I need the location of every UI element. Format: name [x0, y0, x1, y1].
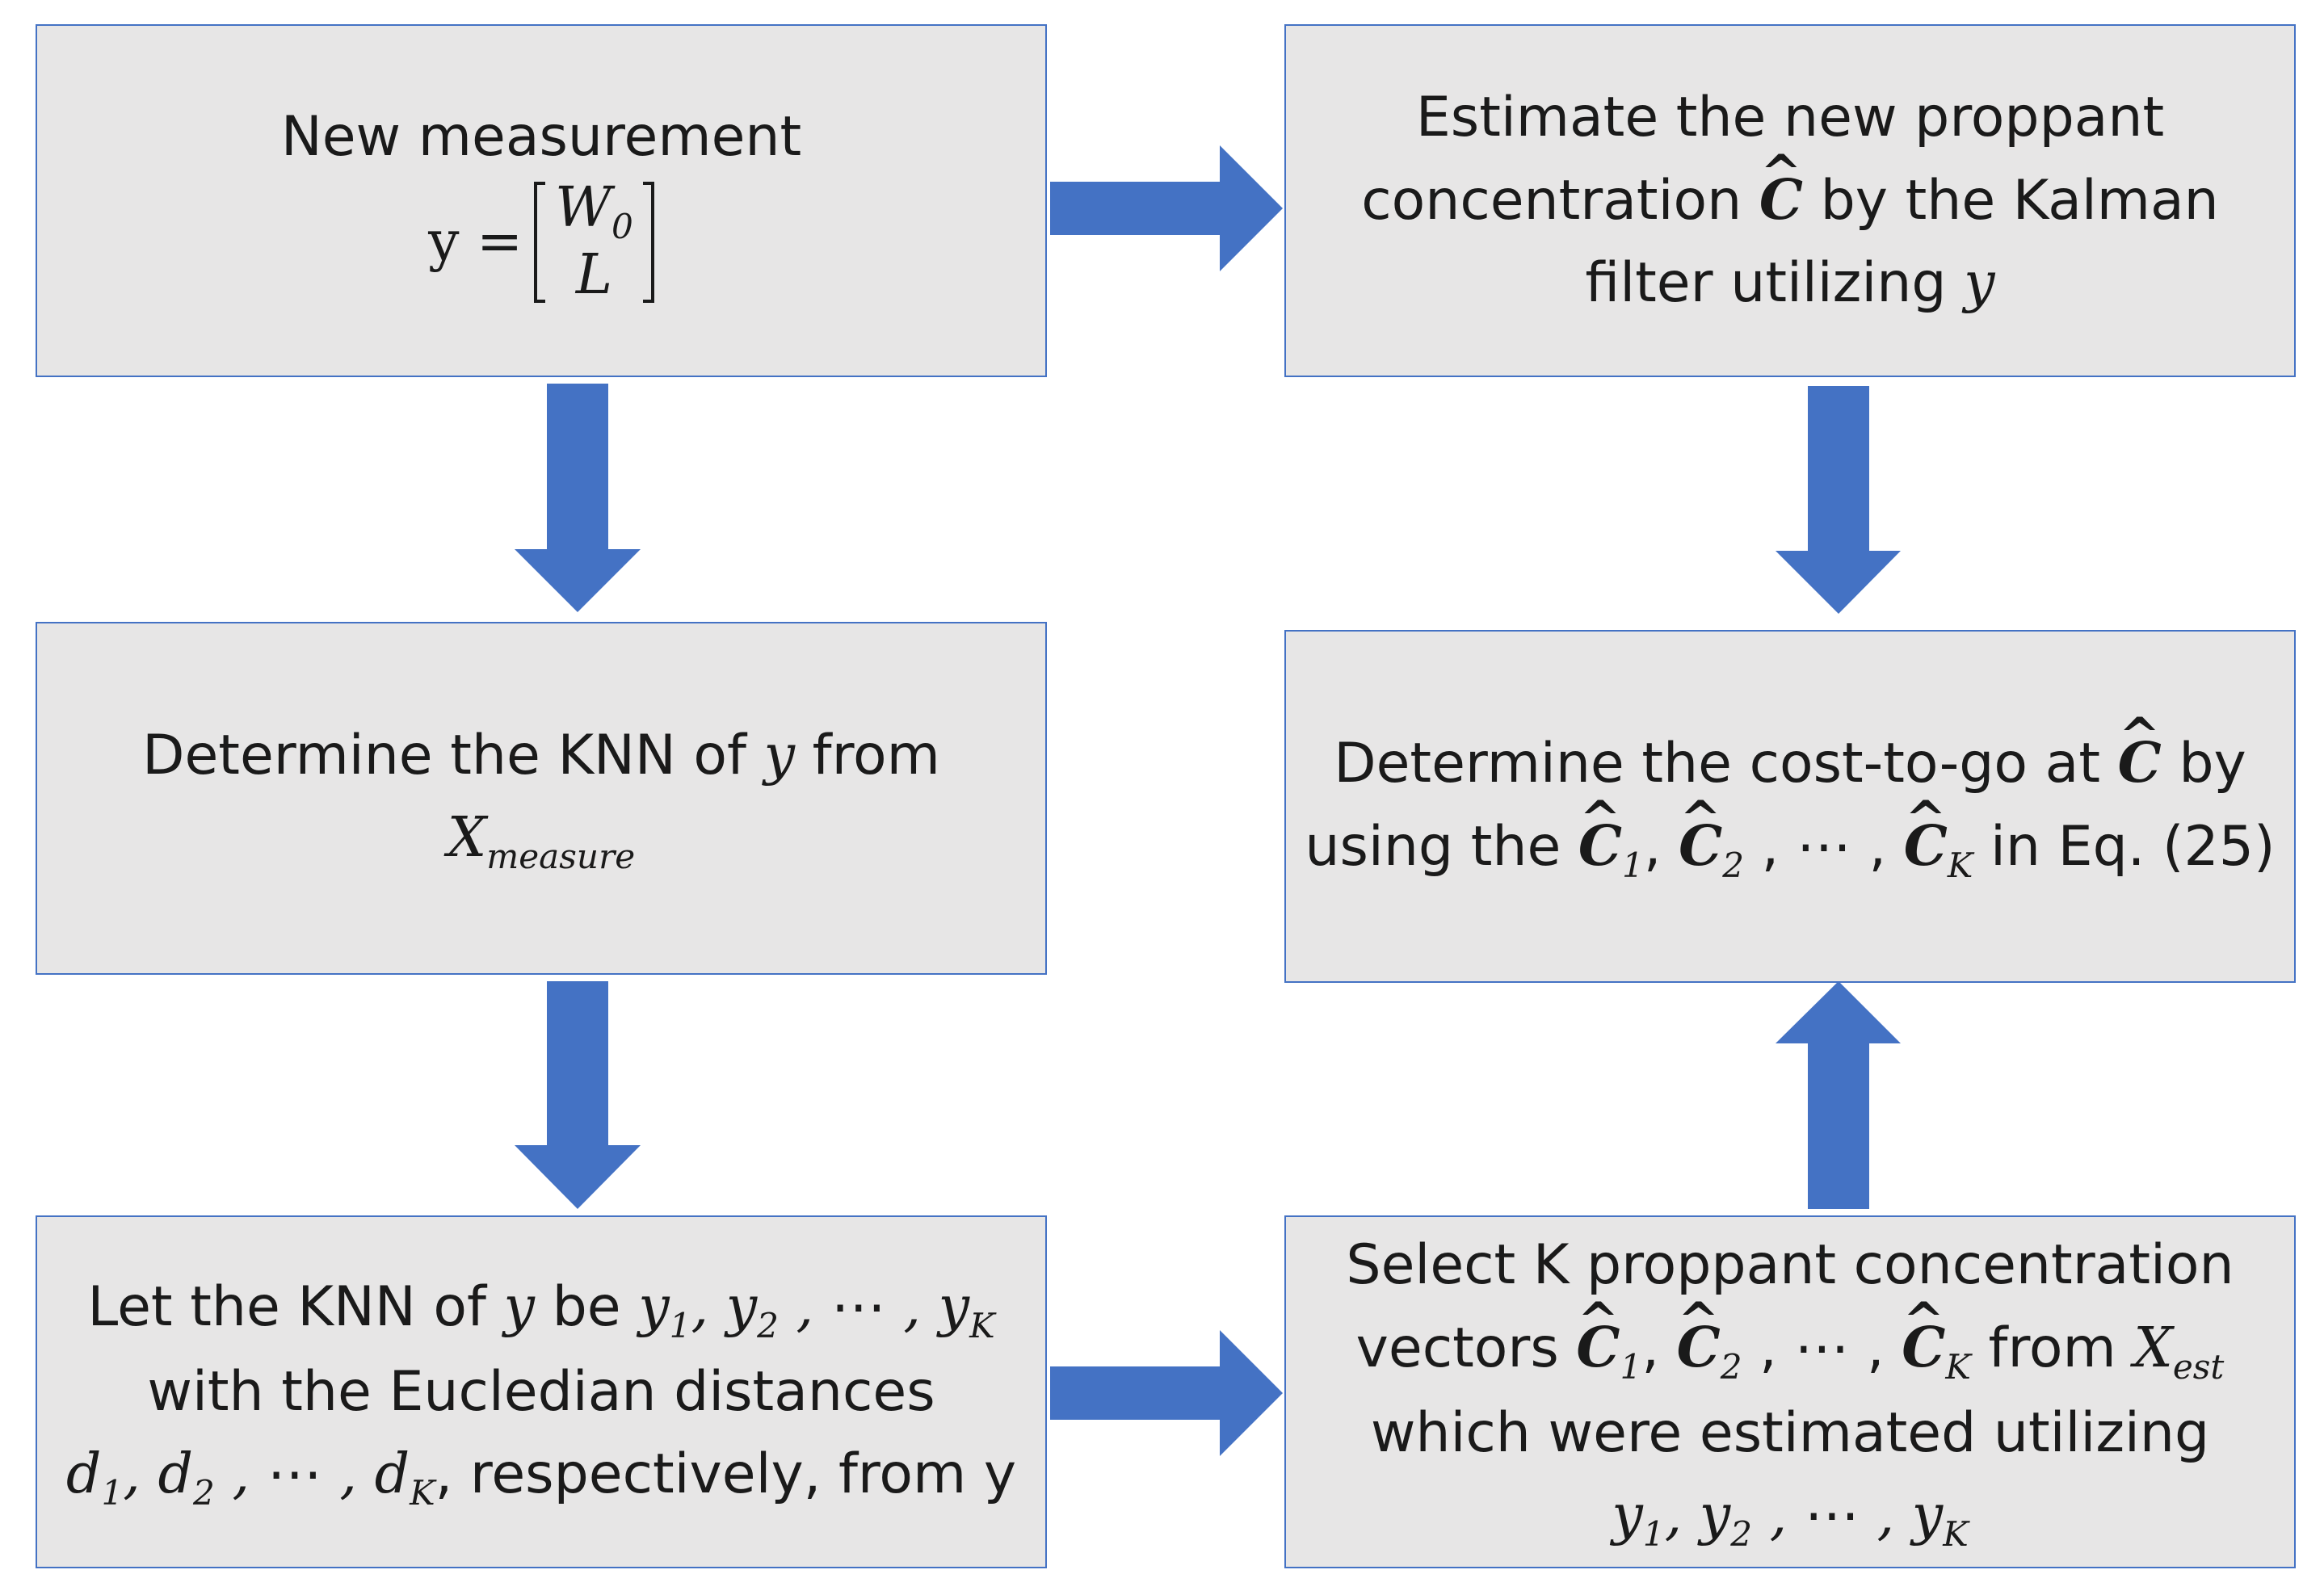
box-select-k-vectors: Select K proppant concentration vectors … [1284, 1215, 2296, 1568]
arrow-measurement-to-knn [515, 384, 641, 612]
arrow-estimate-to-cost [1776, 386, 1901, 614]
box-determine-knn: Determine the KNN of y from Xmeasure [36, 622, 1047, 975]
box-new-measurement: New measurement y = W0 L [36, 24, 1047, 377]
arrow-let-to-select [1050, 1330, 1283, 1456]
box-let-knn: Let the KNN of y be y1, y2 , ⋯ , yK with… [36, 1215, 1047, 1568]
measurement-equation: y = W0 L [428, 178, 654, 306]
box-cost-to-go: Determine the cost-to-go at C by using t… [1284, 630, 2296, 983]
arrow-select-to-cost [1776, 981, 1901, 1209]
measurement-title: New measurement [280, 104, 802, 169]
box-estimate-concentration: Estimate the new proppant concentration … [1284, 24, 2296, 377]
arrow-knn-to-let [515, 981, 641, 1209]
measurement-vector: W0 L [534, 178, 654, 306]
arrow-measurement-to-estimate [1050, 145, 1283, 271]
